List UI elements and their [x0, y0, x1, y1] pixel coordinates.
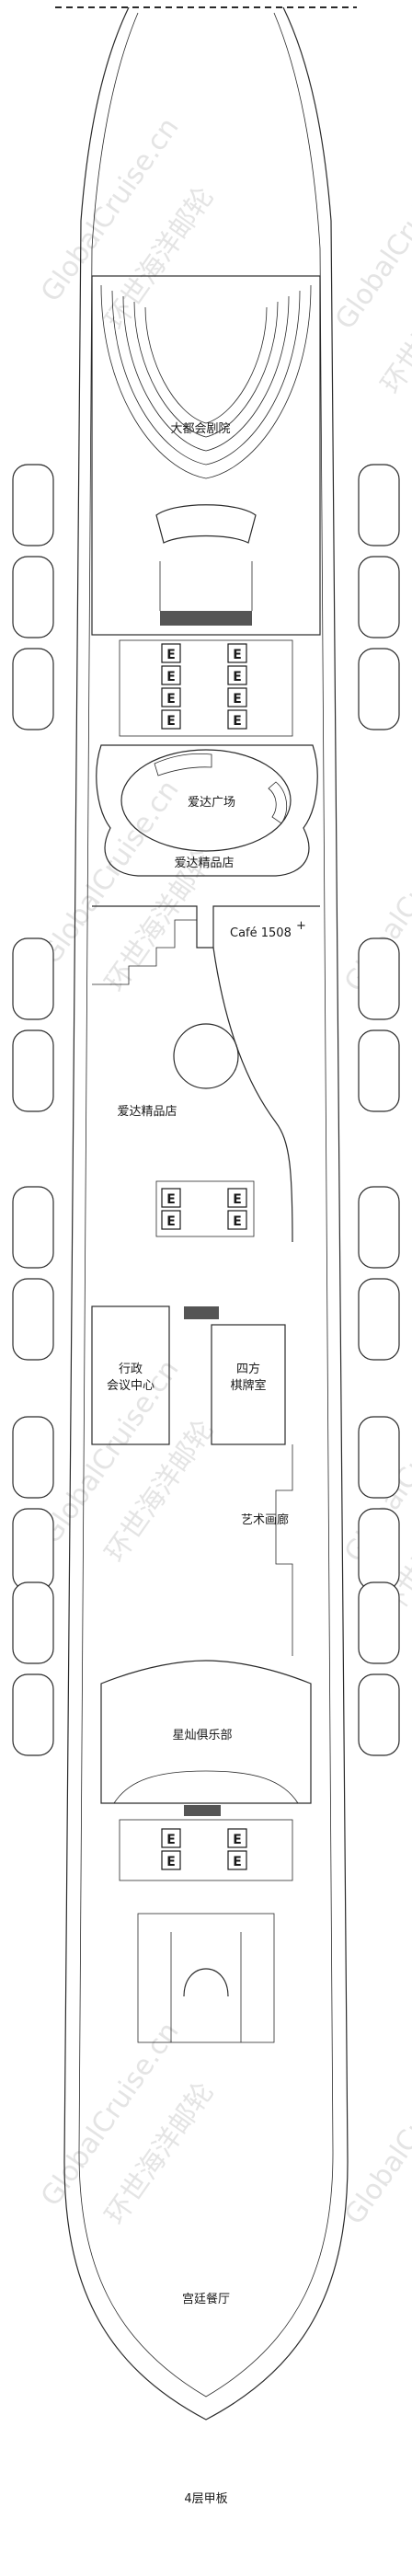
room-cafe: Café 1508	[230, 926, 292, 940]
elevator-label: E	[233, 648, 242, 662]
lifeboat	[12, 464, 54, 546]
elevator-icon	[161, 1828, 181, 1848]
elevator-label: E	[166, 692, 176, 707]
room-cafe-superscript: +	[296, 919, 306, 933]
elevator-icon	[161, 1850, 181, 1870]
lifeboat	[12, 1029, 54, 1112]
theater-area: 大都会剧院	[91, 275, 321, 636]
watermark-text: GlobalCruise.cn	[338, 2035, 412, 2231]
elevator-label: E	[166, 714, 176, 729]
elevator-label: E	[233, 670, 242, 684]
room-gallery: 艺术画廊	[241, 1512, 289, 1527]
lifeboat	[358, 1029, 400, 1112]
room-chess-line2: 棋牌室	[230, 1378, 266, 1393]
elevator-bank-aft: E E E E	[161, 1828, 247, 1870]
elevator-icon	[161, 665, 181, 685]
room-dining: 宫廷餐厅	[182, 2292, 230, 2306]
lifeboat	[12, 648, 54, 730]
lifeboat	[12, 556, 54, 638]
lifeboat	[358, 937, 400, 1020]
lifeboat	[12, 1416, 54, 1499]
elevator-label: E	[166, 648, 176, 662]
mid-structure: Café 1508 + 爱达精品店	[92, 905, 320, 1243]
lifeboat	[358, 1416, 400, 1499]
elevator-icon	[227, 1188, 247, 1208]
elevator-label: E	[233, 1855, 242, 1869]
plaza-area: 爱达广场 爱达精品店	[96, 744, 318, 877]
lifeboats-right	[358, 464, 400, 1756]
elevator-label: E	[166, 1833, 176, 1847]
lifeboat	[358, 464, 400, 546]
lifeboat	[358, 648, 400, 730]
dining-area: 宫廷餐厅	[182, 2292, 230, 2306]
hull-outline	[63, 6, 349, 2421]
lifeboat	[12, 1186, 54, 1269]
elevator-icon	[161, 643, 181, 663]
room-boutique-top: 爱达精品店	[174, 857, 234, 870]
lifeboat	[358, 1673, 400, 1756]
lifeboat	[12, 1581, 54, 1664]
deck-label: 4层甲板	[184, 2492, 227, 2506]
elevator-label: E	[166, 670, 176, 684]
elevator-icon	[161, 1188, 181, 1208]
lifeboat	[358, 1508, 400, 1591]
elevator-icon	[227, 1210, 247, 1230]
room-conference-line1: 行政	[119, 1363, 143, 1376]
lifeboat	[358, 1186, 400, 1269]
lifeboat	[358, 1278, 400, 1361]
lifeboat	[12, 937, 54, 1020]
room-star-club: 星灿俱乐部	[172, 1729, 232, 1742]
lifeboats-left	[12, 464, 54, 1756]
elevator-label: E	[166, 1192, 176, 1207]
elevator-label: E	[233, 1833, 242, 1847]
room-plaza: 爱达广场	[188, 796, 235, 810]
elevator-icon	[227, 665, 247, 685]
elevator-label: E	[233, 1214, 242, 1229]
elevator-bank-forward: E E E E E E E E	[161, 643, 247, 730]
elevator-label: E	[166, 1214, 176, 1229]
elevator-icon	[227, 1850, 247, 1870]
gallery-area: 艺术画廊	[241, 1444, 293, 1656]
lifeboat	[12, 1673, 54, 1756]
elevator-label: E	[233, 714, 242, 729]
conference-chess-area: 行政 会议中心 四方 棋牌室	[91, 1305, 286, 1445]
lifeboat	[358, 1581, 400, 1664]
room-boutique-mid: 爱达精品店	[117, 1105, 177, 1119]
aft-staircase	[137, 1913, 275, 2043]
elevator-icon	[227, 1828, 247, 1848]
elevator-label: E	[233, 692, 242, 707]
elevator-label: E	[166, 1855, 176, 1869]
room-chess-line1: 四方	[236, 1362, 260, 1376]
star-club-area: 星灿俱乐部	[100, 1660, 312, 1816]
lifeboat	[12, 1278, 54, 1361]
room-theater: 大都会剧院	[170, 422, 230, 436]
lifeboat	[12, 1508, 54, 1591]
watermark-text: GlobalCruise.cn	[35, 2017, 186, 2213]
elevator-label: E	[233, 1192, 242, 1207]
elevator-icon	[227, 709, 247, 730]
room-conference-line2: 会议中心	[107, 1379, 154, 1393]
elevator-bank-mid: E E E E	[161, 1188, 247, 1230]
elevator-icon	[161, 687, 181, 707]
elevator-icon	[161, 709, 181, 730]
elevator-icon	[227, 687, 247, 707]
lifeboat	[358, 556, 400, 638]
inner-hull	[78, 12, 334, 2398]
elevator-icon	[227, 643, 247, 663]
elevator-icon	[161, 1210, 181, 1230]
watermark-text: GlobalCruise.cn	[329, 140, 412, 336]
